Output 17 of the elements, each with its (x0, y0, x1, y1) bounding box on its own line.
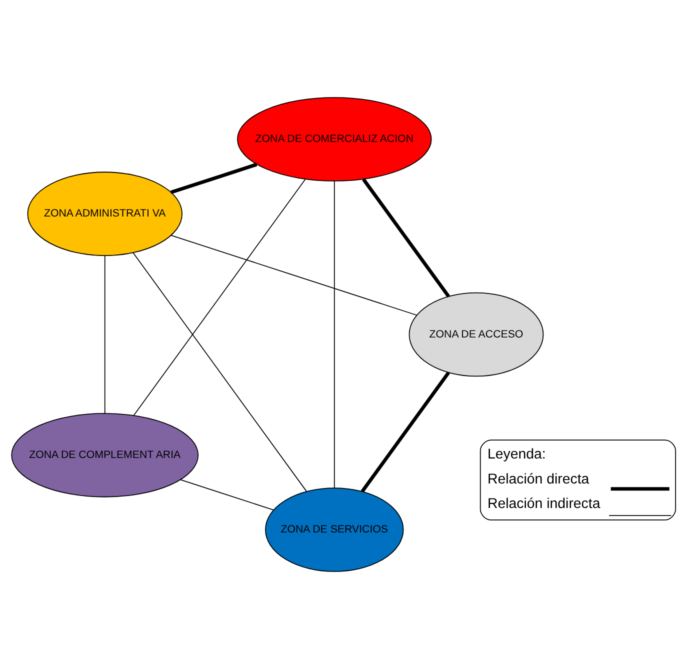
connector (170, 162, 258, 194)
connector (360, 371, 450, 492)
node-ellipse: ZONA ADMINISTRATI VA (27, 171, 182, 256)
legend-label: Relación directa (487, 470, 590, 487)
connector (170, 234, 418, 316)
node-ellipse: ZONA DE COMPLEMENT ARIA (11, 412, 199, 497)
label: Leyenda: (487, 446, 546, 462)
connector (334, 180, 335, 488)
connector (362, 178, 450, 297)
node-ellipse: ZONA DE ACCESO (408, 292, 544, 376)
node-ellipse: ZONA DE COMERCIALIZ ACION (237, 96, 432, 181)
connector (132, 252, 307, 492)
connector (104, 254, 106, 414)
node-ellipse: ZONA DE SERVICIOS (265, 487, 404, 572)
connector (180, 478, 274, 510)
legend-label: Relación indirecta (487, 496, 600, 512)
connector (133, 178, 306, 416)
